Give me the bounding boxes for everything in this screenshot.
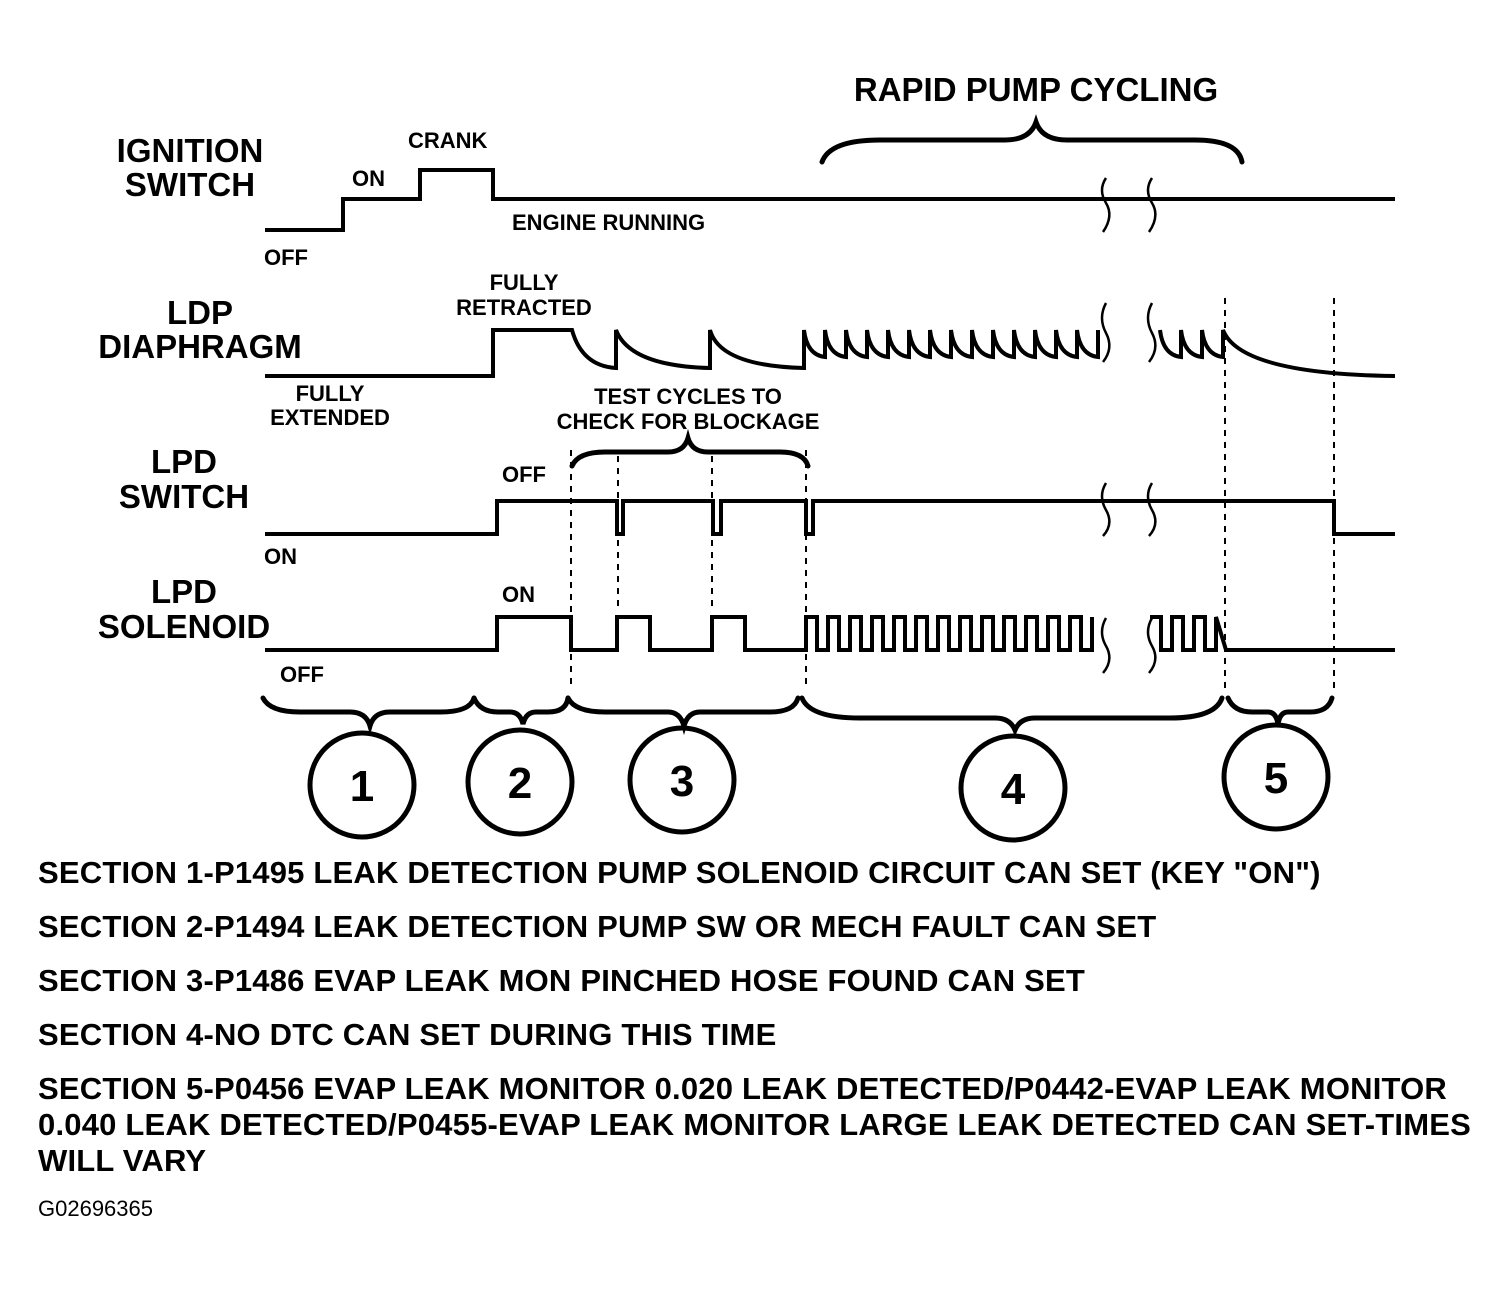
section-number-4: 4 <box>1001 765 1026 814</box>
section-note-5: SECTION 5-P0456 EVAP LEAK MONITOR 0.020 … <box>38 1071 1472 1178</box>
section-circle-5 <box>1221 722 1331 832</box>
figure-id: G02696365 <box>38 1196 153 1221</box>
section-notes: SECTION 1-P1495 LEAK DETECTION PUMP SOLE… <box>38 855 1488 1197</box>
break-symbols <box>1100 177 1157 674</box>
section-circle-1 <box>307 730 417 840</box>
section-circle-3 <box>627 725 737 835</box>
section-note-1: SECTION 1-P1495 LEAK DETECTION PUMP SOLE… <box>38 855 1321 890</box>
lpd-solenoid-waveform <box>265 615 1395 652</box>
rapid-pump-cycling-brace <box>819 114 1245 165</box>
test-cycles-brace <box>569 428 811 469</box>
section-braces <box>260 695 1335 737</box>
section-number-5: 5 <box>1264 754 1288 803</box>
sw-off-label: OFF <box>502 462 546 487</box>
sw-on-label: ON <box>264 544 297 569</box>
ign-crank-label: CRANK <box>408 128 488 153</box>
ldp-extended-label-1: FULLY <box>296 381 365 406</box>
signal-label-ignition-2: SWITCH <box>125 166 255 203</box>
diagram-title: RAPID PUMP CYCLING <box>854 71 1218 108</box>
section-note-4: SECTION 4-NO DTC CAN SET DURING THIS TIM… <box>38 1017 777 1052</box>
ldp-diaphragm-waveform <box>265 328 1396 378</box>
signal-label-lpd-switch-1: LPD <box>151 443 217 480</box>
signal-label-ignition-1: IGNITION <box>117 132 264 169</box>
signal-label-ldp-2: DIAPHRAGM <box>98 328 302 365</box>
timing-diagram: RAPID PUMP CYCLING IGNITION SWITCH LDP D… <box>98 71 1396 843</box>
ldp-retracted-label-1: FULLY <box>490 270 559 295</box>
sol-off-label: OFF <box>280 662 324 687</box>
ldp-retracted-label-2: RETRACTED <box>456 295 592 320</box>
test-cycles-label-1: TEST CYCLES TO <box>594 384 782 409</box>
ign-off-label: OFF <box>264 245 308 270</box>
section-circle-2 <box>465 727 575 837</box>
signal-label-ldp-1: LDP <box>167 294 233 331</box>
sol-on-label: ON <box>502 582 535 607</box>
section-number-3: 3 <box>670 757 694 806</box>
section-circle-4 <box>958 733 1068 843</box>
section-note-3: SECTION 3-P1486 EVAP LEAK MON PINCHED HO… <box>38 963 1086 998</box>
section-number-1: 1 <box>350 762 374 811</box>
lpd-switch-waveform <box>265 499 1395 536</box>
signal-label-lpd-switch-2: SWITCH <box>119 478 249 515</box>
ldp-extended-label-2: EXTENDED <box>270 405 390 430</box>
section-number-2: 2 <box>508 759 532 808</box>
ign-running-label: ENGINE RUNNING <box>512 210 705 235</box>
ignition-waveform <box>265 168 1395 232</box>
signal-label-lpd-solenoid-2: SOLENOID <box>98 608 270 645</box>
ign-on-label: ON <box>352 166 385 191</box>
section-note-2: SECTION 2-P1494 LEAK DETECTION PUMP SW O… <box>38 909 1157 944</box>
signal-label-lpd-solenoid-1: LPD <box>151 573 217 610</box>
